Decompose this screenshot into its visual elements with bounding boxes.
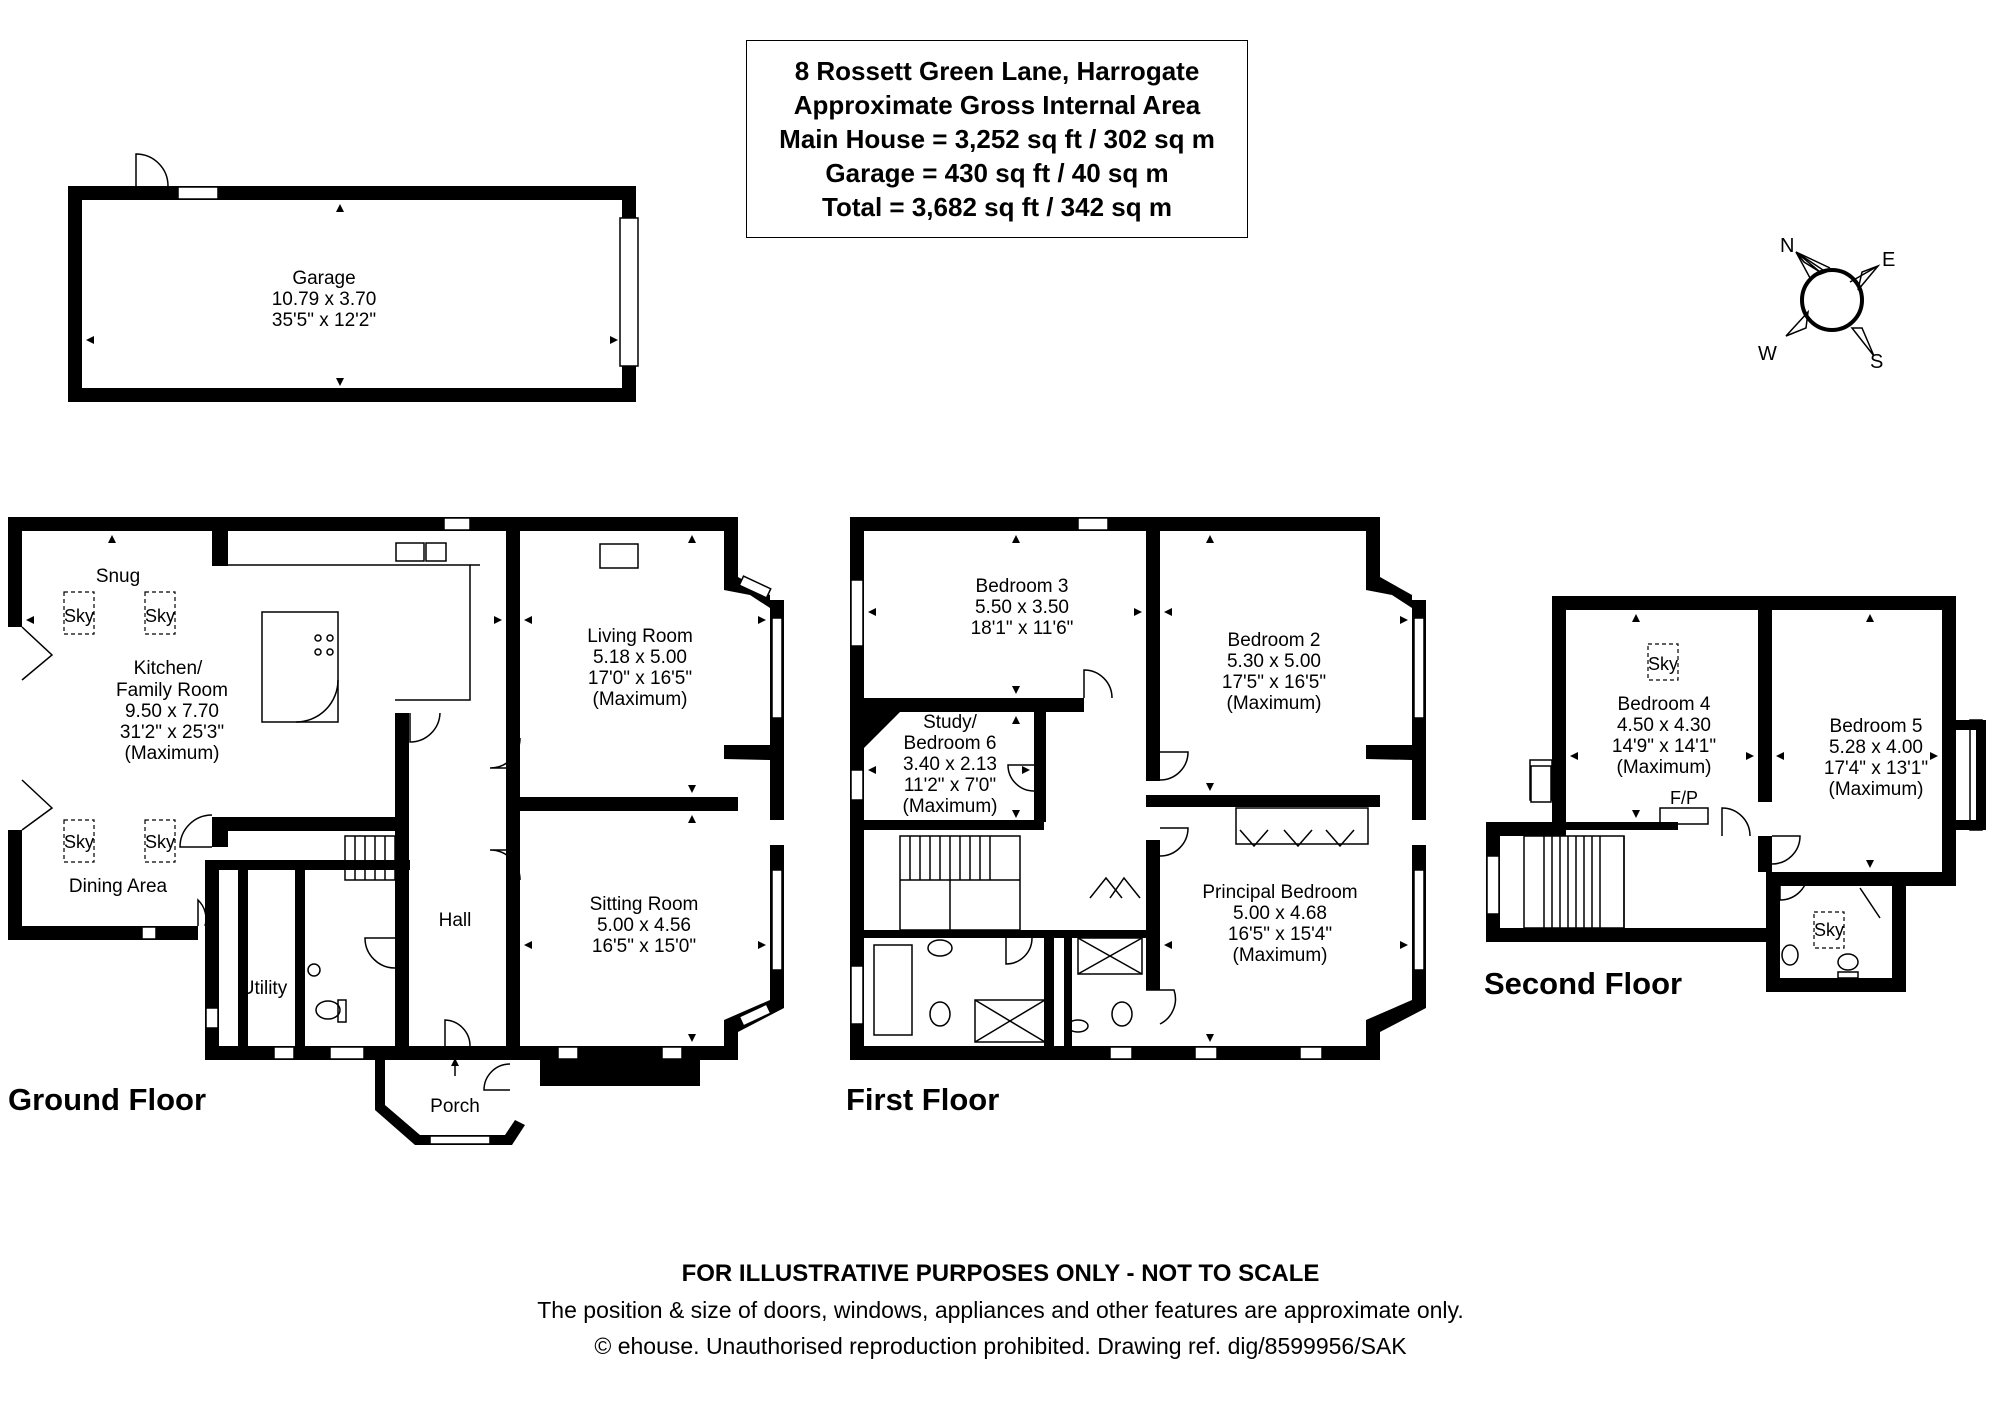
bed5-name: Bedroom 5 — [1830, 716, 1923, 737]
living-name: Living Room — [587, 626, 693, 647]
bed2-metric: 5.30 x 5.00 — [1227, 651, 1321, 672]
disclaimer-text: The position & size of doors, windows, a… — [537, 1297, 1464, 1323]
second-floor-plan — [1486, 596, 1986, 992]
garage-plan — [68, 153, 639, 402]
kitchen-name-2: Family Room — [116, 680, 228, 701]
main-house-area: Main House = 3,252 sq ft / 302 sq m — [779, 124, 1215, 154]
sky-label-bath: Sky — [1814, 920, 1844, 940]
principal-name: Principal Bedroom — [1202, 882, 1357, 903]
fireplace-label: F/P — [1670, 788, 1698, 808]
bed2-note: (Maximum) — [1227, 693, 1322, 714]
bed2-imperial: 17'5" x 16'5" — [1222, 672, 1326, 693]
second-floor-label: Second Floor — [1484, 966, 1682, 1001]
bed5-imperial: 17'4" x 13'1" — [1824, 758, 1928, 779]
kitchen-imperial: 31'2" x 25'3" — [120, 722, 224, 743]
bed5-metric: 5.28 x 4.00 — [1829, 737, 1923, 758]
ground-floor-plan — [8, 517, 784, 1145]
bed4-metric: 4.50 x 4.30 — [1617, 715, 1711, 736]
dining-name: Dining Area — [69, 876, 168, 897]
ground-floor-label: Ground Floor — [8, 1082, 206, 1117]
area-heading: Approximate Gross Internal Area — [793, 90, 1201, 120]
principal-metric: 5.00 x 4.68 — [1233, 903, 1327, 924]
garage-metric: 10.79 x 3.70 — [272, 289, 377, 310]
sitting-imperial: 16'5" x 15'0" — [592, 936, 696, 957]
bed3-metric: 5.50 x 3.50 — [975, 597, 1069, 618]
title-box: 8 Rossett Green Lane, Harrogate Approxim… — [746, 40, 1248, 238]
living-note: (Maximum) — [593, 689, 688, 710]
study-metric: 3.40 x 2.13 — [903, 754, 997, 775]
compass-icon: N E S W — [1758, 235, 1895, 373]
total-area: Total = 3,682 sq ft / 342 sq m — [822, 192, 1172, 222]
principal-imperial: 16'5" x 15'4" — [1228, 924, 1332, 945]
kitchen-note: (Maximum) — [125, 743, 220, 764]
bed3-imperial: 18'1" x 11'6" — [971, 618, 1074, 639]
bed3-name: Bedroom 3 — [976, 576, 1069, 597]
property-address: 8 Rossett Green Lane, Harrogate — [794, 56, 1200, 86]
living-metric: 5.18 x 5.00 — [593, 647, 687, 668]
kitchen-metric: 9.50 x 7.70 — [125, 701, 219, 722]
sky-label-snug-2: Sky — [145, 606, 175, 626]
study-note: (Maximum) — [903, 796, 998, 817]
bed4-name: Bedroom 4 — [1618, 694, 1711, 715]
first-floor-plan — [850, 517, 1426, 1060]
bed5-note: (Maximum) — [1829, 779, 1924, 800]
study-imperial: 11'2" x 7'0" — [904, 775, 996, 796]
bed4-note: (Maximum) — [1617, 757, 1712, 778]
garage-imperial: 35'5" x 12'2" — [272, 310, 376, 331]
sky-label-bed4: Sky — [1648, 654, 1678, 674]
compass-e: E — [1882, 249, 1895, 271]
compass-s: S — [1870, 351, 1883, 373]
porch-name: Porch — [430, 1096, 480, 1117]
compass-w: W — [1758, 343, 1777, 365]
living-imperial: 17'0" x 16'5" — [588, 668, 692, 689]
garage-name: Garage — [292, 268, 355, 289]
study-name-1: Study/ — [923, 712, 978, 733]
garage-area: Garage = 430 sq ft / 40 sq m — [825, 158, 1169, 188]
kitchen-name-1: Kitchen/ — [134, 658, 203, 679]
sitting-name: Sitting Room — [590, 894, 699, 915]
principal-note: (Maximum) — [1233, 945, 1328, 966]
study-name-2: Bedroom 6 — [904, 733, 997, 754]
footer: FOR ILLUSTRATIVE PURPOSES ONLY - NOT TO … — [0, 1256, 2001, 1364]
sitting-metric: 5.00 x 4.56 — [597, 915, 691, 936]
compass-n: N — [1780, 235, 1794, 257]
snug-name: Snug — [96, 566, 140, 587]
copyright-text: © ehouse. Unauthorised reproduction proh… — [594, 1333, 1407, 1359]
first-floor-label: First Floor — [846, 1082, 999, 1117]
utility-name: Utility — [241, 978, 288, 999]
bed2-name: Bedroom 2 — [1228, 630, 1321, 651]
skylights: Sky Sky Sky Sky Sky Sky F/P — [63, 591, 1845, 949]
disclaimer-heading: FOR ILLUSTRATIVE PURPOSES ONLY - NOT TO … — [681, 1260, 1320, 1287]
room-labels: Garage 10.79 x 3.70 35'5" x 12'2" Snug K… — [69, 268, 1928, 1117]
bed4-imperial: 14'9" x 14'1" — [1612, 736, 1716, 757]
sky-label-dining-1: Sky — [64, 832, 94, 852]
hall-name: Hall — [439, 910, 472, 931]
sky-label-dining-2: Sky — [145, 832, 175, 852]
sky-label-snug-1: Sky — [64, 606, 94, 626]
